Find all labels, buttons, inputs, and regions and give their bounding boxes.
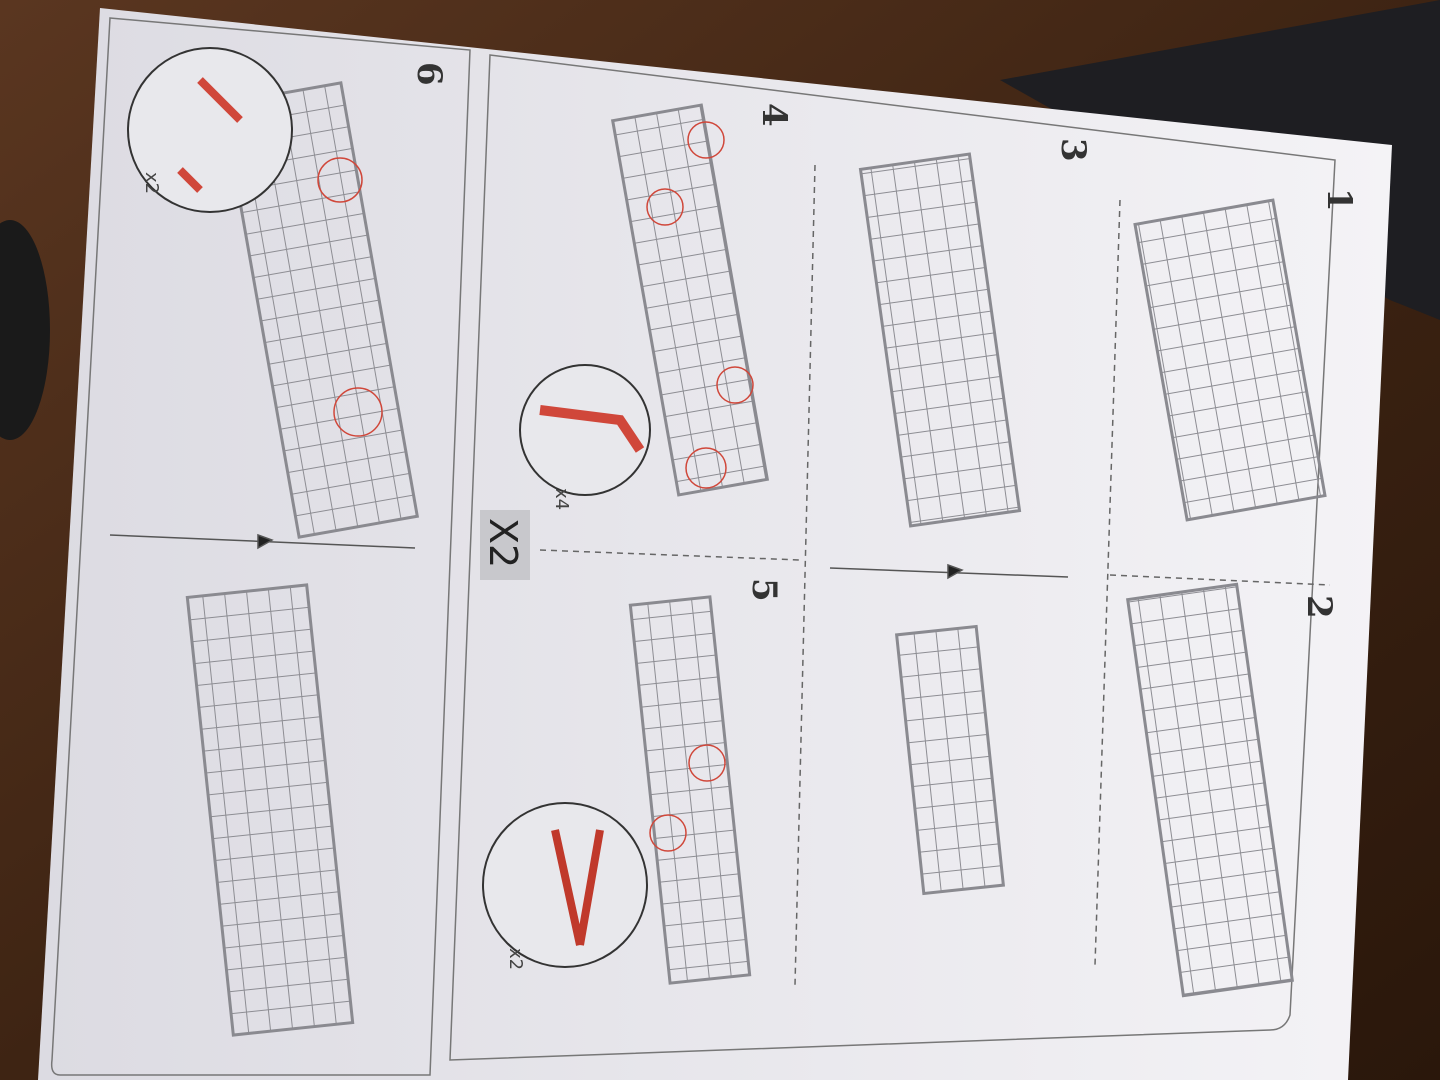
repeat-badge-bg [480, 510, 530, 580]
step-number-3: 3 [1053, 138, 1093, 162]
bed-frame-step3 [858, 152, 1022, 528]
dark-cable [0, 220, 50, 440]
detail-callouts [127, 47, 754, 968]
bed-frames [185, 81, 1327, 1037]
qty-step5: x2 [505, 948, 526, 970]
bed-frame-step5 [628, 595, 752, 985]
step-number-2: 2 [1299, 595, 1339, 619]
repeat-badge: X2 [481, 518, 525, 568]
bed-frame-step2 [1126, 582, 1294, 998]
bed-frame-step4 [610, 103, 770, 497]
detail-circle-step4 [519, 364, 651, 496]
detail-circle-step6 [127, 47, 293, 213]
panel-borders [50, 17, 1336, 1076]
instruction-sheet [38, 8, 1392, 1080]
qty-step6: x2 [141, 172, 162, 194]
step-number-1: 1 [1319, 188, 1359, 212]
quantity-labels: x2 x4 x2 X2 [141, 172, 572, 970]
arrow-dividers [109, 533, 1069, 580]
bed-frame-step6-result [185, 583, 355, 1037]
bed-frame-step3-result [894, 624, 1006, 896]
step-number-4: 4 [754, 103, 794, 127]
step-numbers: 1 2 3 4 5 6 [409, 62, 1359, 619]
step-number-5: 5 [744, 578, 784, 602]
step-number-6: 6 [409, 62, 449, 86]
panel-dividers [539, 164, 1331, 986]
bed-frame-step1 [1133, 198, 1327, 522]
qty-step4: x4 [551, 488, 572, 510]
